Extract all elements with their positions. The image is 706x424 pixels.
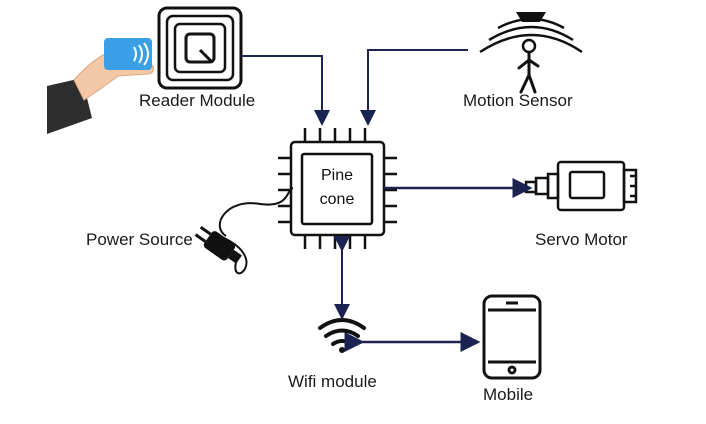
hand-card-icon — [47, 38, 155, 134]
rfid-reader-icon — [157, 6, 243, 90]
connectors — [241, 49, 533, 352]
servo-motor-label: Servo Motor — [535, 230, 628, 249]
wifi-icon — [318, 318, 366, 353]
reader-module-label: Reader Module — [139, 91, 256, 110]
power-source-label: Power Source — [86, 230, 193, 249]
reader-to-chip-connector — [241, 55, 330, 126]
wifi-module-label: Wifi module — [288, 372, 377, 391]
chip-label-line1: Pine — [320, 167, 354, 184]
chip-label: Pine cone — [299, 164, 375, 212]
motion-sensor-label: Motion Sensor — [463, 91, 573, 110]
motion-sensor-icon — [479, 12, 583, 94]
smartphone-icon — [482, 294, 542, 380]
mobile-label: Mobile — [483, 385, 534, 404]
motion-to-chip-connector — [360, 49, 468, 126]
chip-label-line2: cone — [319, 191, 355, 208]
power-plug-icon — [194, 187, 294, 275]
servo-motor-icon — [524, 160, 638, 212]
